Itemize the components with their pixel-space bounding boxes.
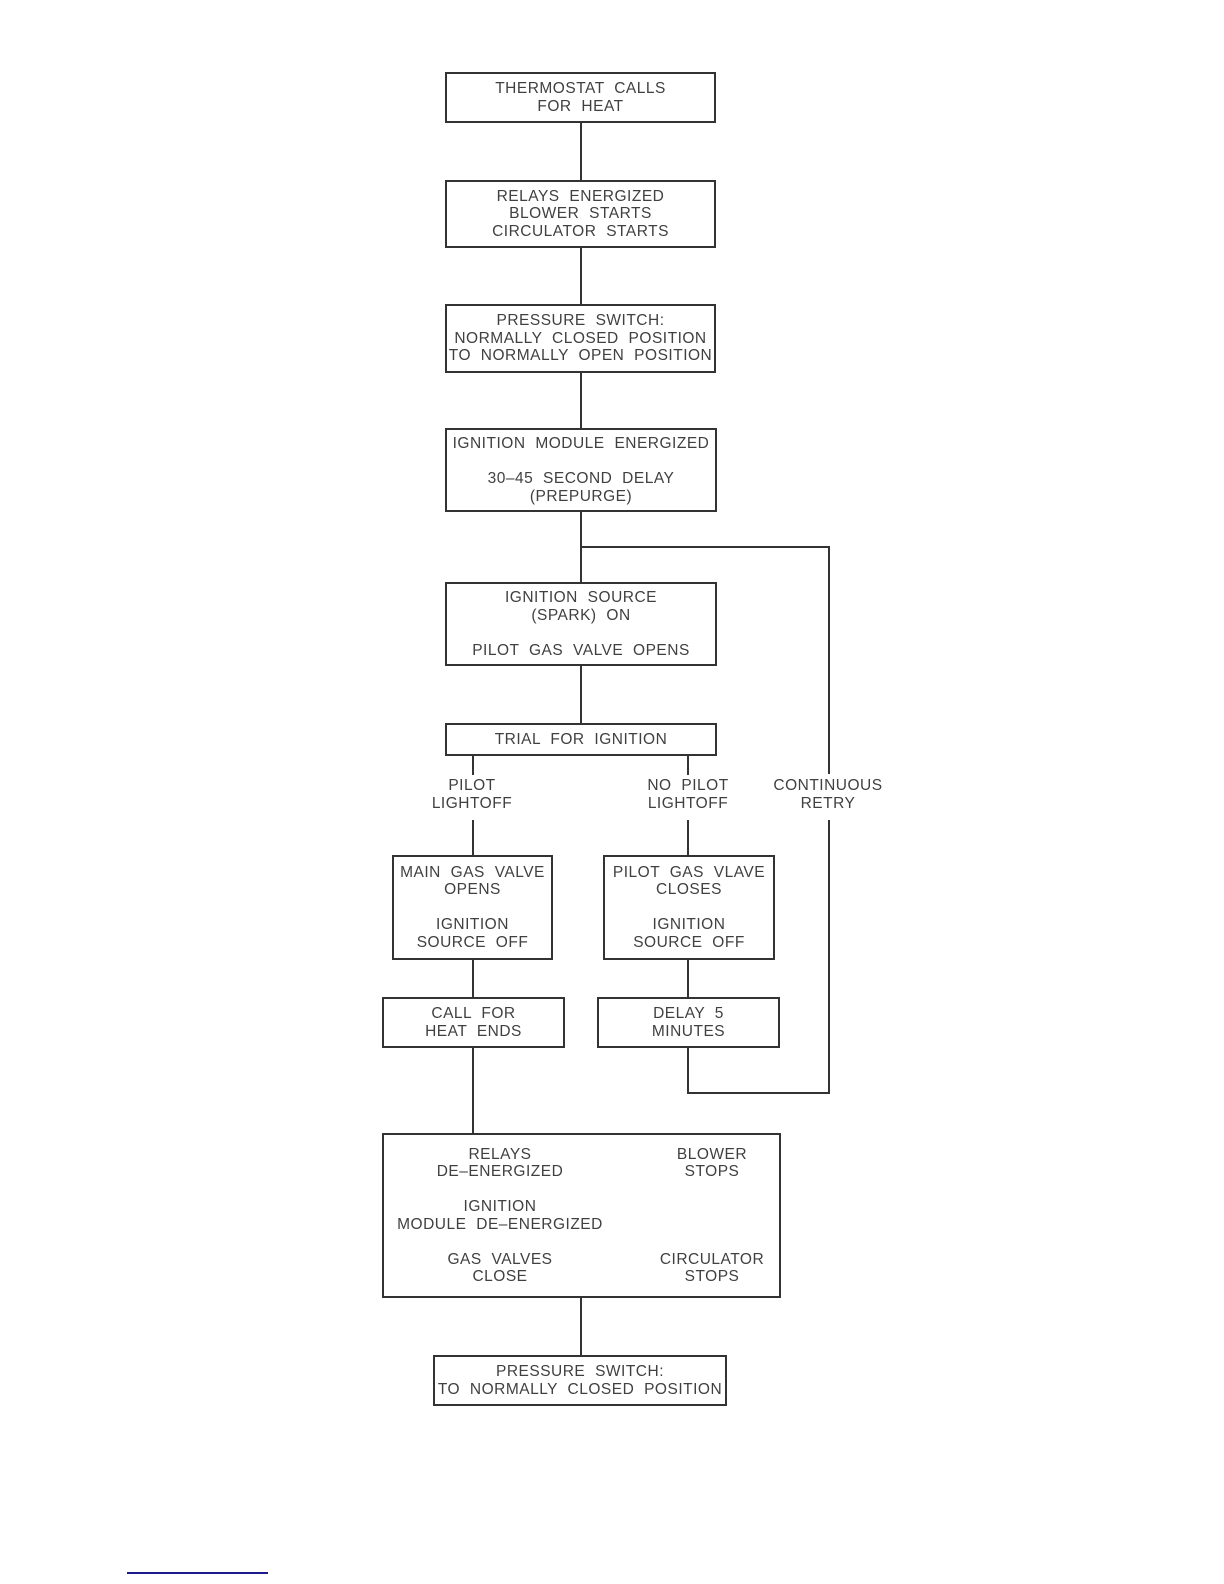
footer-rule <box>127 1572 268 1574</box>
text-line: STOPS <box>684 1268 740 1285</box>
connector-trial-to-no-pilot-label <box>687 753 689 775</box>
connector-call-for-heat-to-shutdown <box>472 1046 474 1135</box>
connector-main-gas-valve-to-call-for-heat <box>472 957 474 999</box>
box-pressure-switch-to-open: PRESSURE SWITCH:NORMALLY CLOSED POSITION… <box>445 304 716 373</box>
text-line: PILOT <box>448 777 496 794</box>
text-line: CONTINUOUS <box>773 777 883 794</box>
text-line: (SPARK) ON <box>531 606 631 624</box>
connector-retry-vertical-upper <box>828 546 830 774</box>
text-line: BLOWER STARTS <box>509 205 652 223</box>
text-line: TRIAL FOR IGNITION <box>494 730 668 748</box>
connector-pressure-switch-to-ignition-module <box>580 370 582 430</box>
text-line: DE–ENERGIZED <box>436 1163 564 1180</box>
connector-shutdown-to-pressure-switch <box>580 1296 582 1357</box>
connector-thermostat-to-relays <box>580 121 582 182</box>
text-line: CIRCULATOR STARTS <box>492 222 669 240</box>
text-line: LIGHTOFF <box>647 794 729 812</box>
text-line: HEAT ENDS <box>425 1022 522 1040</box>
text-line: NORMALLY CLOSED POSITION <box>454 329 707 347</box>
text-line: PRESSURE SWITCH: <box>496 312 665 330</box>
box-ignition-module-energized: IGNITION MODULE ENERGIZED 30–45 SECOND DE… <box>445 428 717 512</box>
text-line: OPENS <box>444 881 501 899</box>
connector-pilot-label-to-main-gas-valve <box>472 820 474 857</box>
text-line: MODULE DE–ENERGIZED <box>397 1215 603 1233</box>
box-ignition-source-spark-on: IGNITION SOURCE(SPARK) ON PILOT GAS VALVE… <box>445 582 717 666</box>
connector-pilot-gas-valve-to-delay <box>687 958 689 999</box>
text-line: (PREPURGE) <box>529 487 633 505</box>
connector-relays-to-pressure-switch <box>580 246 582 306</box>
text-line: MAIN GAS VALVE <box>400 863 545 881</box>
text-line: TO NORMALLY OPEN POSITION <box>448 347 713 365</box>
text-line: CIRCULATOR <box>659 1250 765 1268</box>
text-line: CALL FOR <box>431 1005 516 1022</box>
text-line: NO PILOT <box>647 777 729 794</box>
text-line: SOURCE OFF <box>416 933 529 951</box>
text-line: PRESSURE SWITCH: <box>495 1363 664 1380</box>
text-line: CLOSES <box>656 881 722 899</box>
connector-delay-to-retry-loop <box>687 1046 689 1094</box>
text-line: FOR HEAT <box>537 97 624 115</box>
text-line: 30–45 SECOND DELAY <box>487 470 675 487</box>
text-line: PILOT GAS VALVE OPENS <box>472 641 690 659</box>
connector-no-pilot-label-to-pilot-gas-valve <box>687 820 689 857</box>
text-line: IGNITION SOURCE <box>504 589 657 606</box>
text-line: LIGHTOFF <box>431 794 513 812</box>
text-line: DELAY 5 <box>653 1005 724 1022</box>
text-line: STOPS <box>684 1163 740 1180</box>
text-line: PILOT GAS VLAVE <box>612 863 766 881</box>
box-trial-for-ignition: TRIAL FOR IGNITION <box>445 723 717 756</box>
text-line: RELAYS ENERGIZED <box>496 187 665 205</box>
text-line: TO NORMALLY CLOSED POSITION <box>437 1380 723 1398</box>
text-line: CLOSE <box>472 1268 528 1285</box>
connector-retry-vertical-lower <box>828 820 830 1094</box>
text-line: IGNITION <box>652 916 726 934</box>
text-line: BLOWER <box>676 1145 748 1163</box>
text-line: SOURCE OFF <box>633 933 745 951</box>
text-line: IGNITION <box>436 916 509 934</box>
text-line: THERMOSTAT CALLS <box>495 80 666 97</box>
connector-retry-top-horizontal <box>580 546 830 548</box>
text-line: IGNITION <box>463 1198 537 1215</box>
text-line: RELAYS <box>468 1145 532 1163</box>
connector-retry-bottom-horizontal <box>688 1092 830 1094</box>
box-pressure-switch-to-closed: PRESSURE SWITCH:TO NORMALLY CLOSED POSIT… <box>433 1355 727 1406</box>
connector-trial-to-pilot-label <box>472 753 474 775</box>
text-line: MINUTES <box>651 1022 726 1040</box>
text-line: GAS VALVES <box>447 1250 553 1268</box>
connector-ignition-source-to-trial <box>580 664 582 725</box>
text-line: RETRY <box>800 794 856 812</box>
text-line: IGNITION MODULE ENERGIZED <box>452 435 710 452</box>
